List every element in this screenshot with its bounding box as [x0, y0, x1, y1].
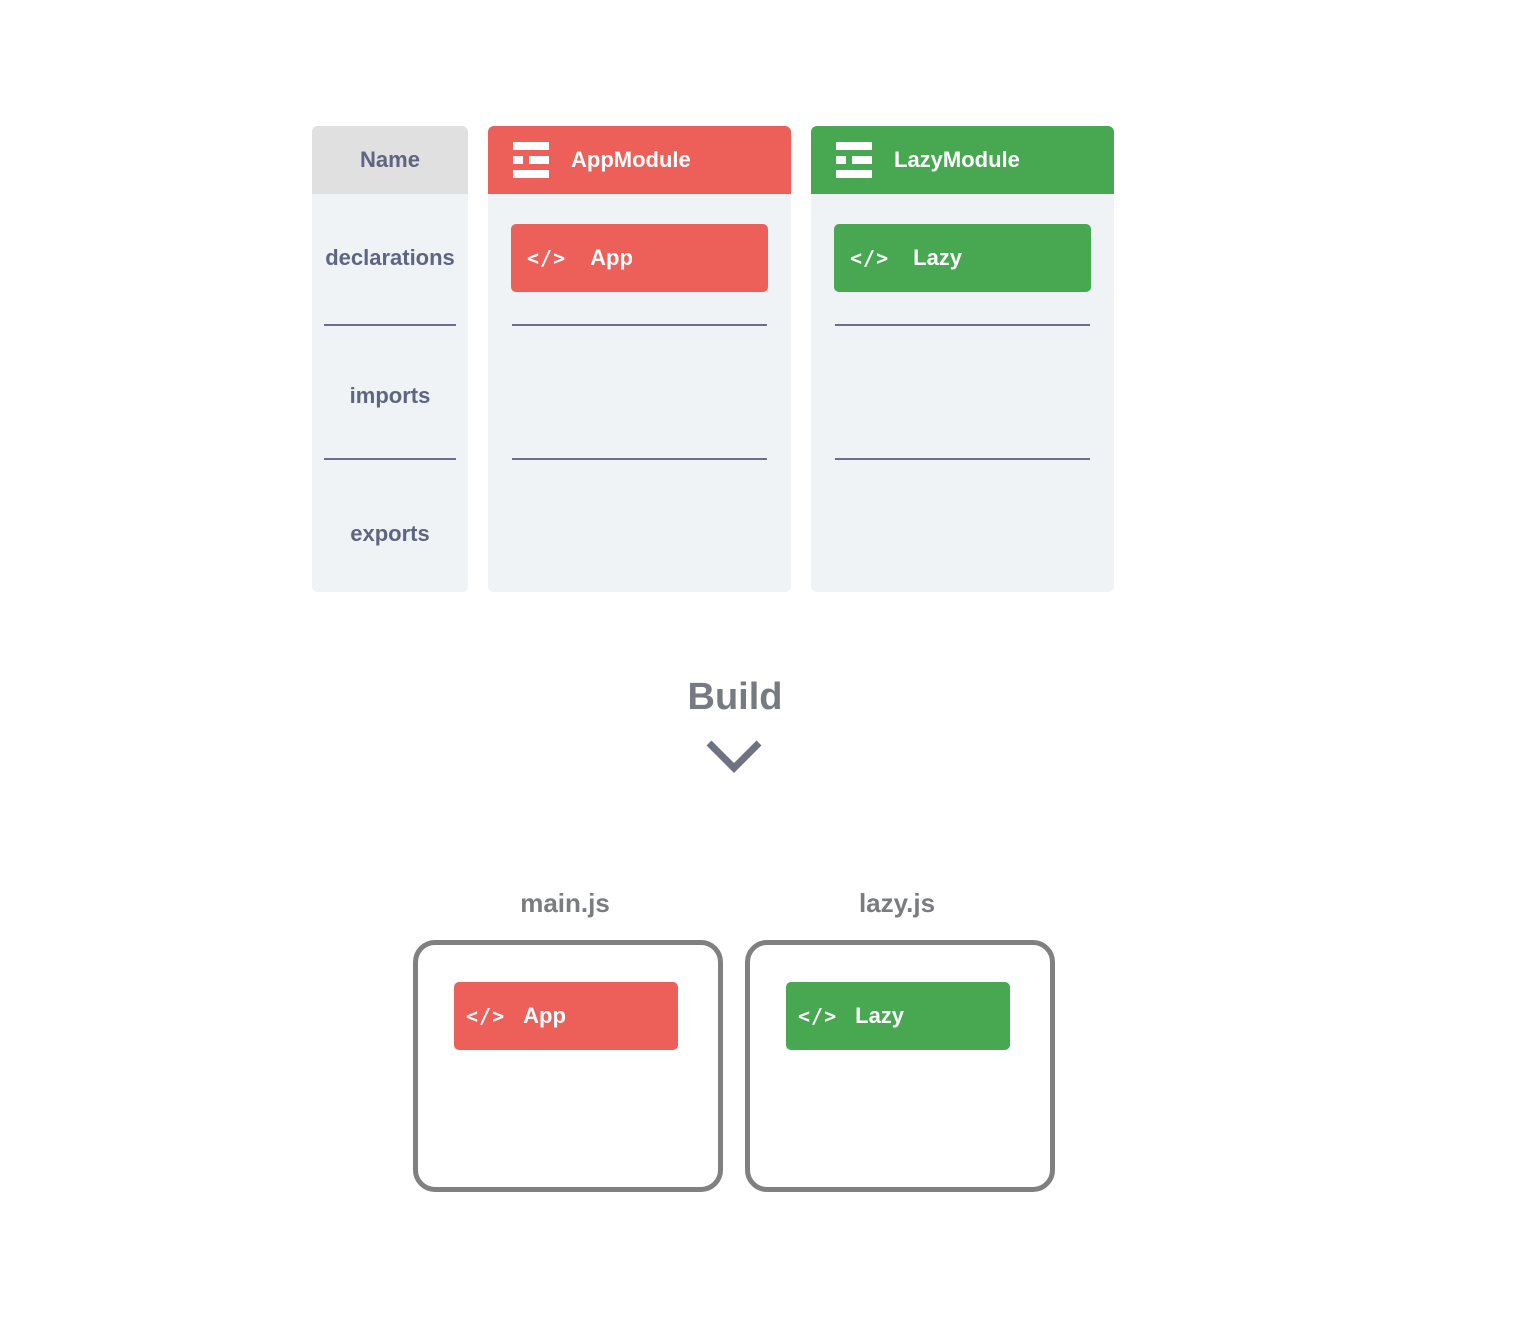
module-icon	[836, 142, 872, 178]
lazy-component-chip: </> Lazy	[834, 224, 1091, 292]
row-divider	[324, 324, 456, 326]
lazy-component-label: Lazy	[855, 1003, 905, 1028]
imports-row-label: imports	[349, 383, 431, 408]
row-divider	[835, 458, 1090, 460]
lazy-module-title: LazyModule	[894, 147, 1020, 172]
code-icon: </>	[527, 246, 567, 270]
lazy-js-bundle: </> Lazy	[745, 940, 1055, 1192]
build-label: Build	[687, 676, 783, 718]
code-icon: </>	[850, 246, 890, 270]
module-icon	[513, 142, 549, 178]
code-icon: </>	[466, 1004, 506, 1028]
name-header: Name	[312, 126, 468, 194]
app-component-label: App	[590, 245, 633, 270]
app-component-label: App	[523, 1003, 566, 1028]
lazy-module-header: LazyModule	[811, 126, 1114, 194]
row-labels-column: Name declarations imports exports	[312, 126, 468, 592]
lazy-js-label: lazy.js	[858, 888, 936, 918]
app-module-header: AppModule	[488, 126, 791, 194]
code-icon: </>	[798, 1004, 838, 1028]
lazy-component-chip: </> Lazy	[786, 982, 1010, 1050]
row-divider	[835, 324, 1090, 326]
chevron-down-icon	[704, 738, 764, 781]
app-component-chip: </> App	[511, 224, 768, 292]
row-divider	[324, 458, 456, 460]
app-module-column: AppModule </> App	[488, 126, 791, 592]
declarations-row-label: declarations	[325, 245, 455, 270]
main-js-bundle: </> App	[413, 940, 723, 1192]
app-component-chip: </> App	[454, 982, 678, 1050]
row-divider	[512, 324, 767, 326]
lazy-component-label: Lazy	[913, 245, 963, 270]
main-js-label: main.js	[520, 888, 610, 918]
lazy-module-column: LazyModule </> Lazy	[811, 126, 1114, 592]
name-header-label: Name	[360, 147, 420, 172]
exports-row-label: exports	[350, 521, 430, 546]
app-module-title: AppModule	[571, 147, 691, 172]
row-divider	[512, 458, 767, 460]
